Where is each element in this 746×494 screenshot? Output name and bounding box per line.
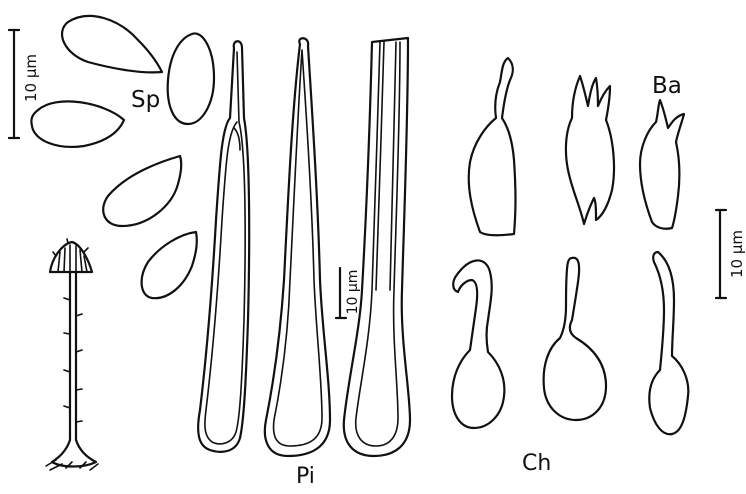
cheilocystidium-3 [649,252,688,434]
spore-drawing [103,156,181,226]
spore-drawing [168,33,214,124]
spore-drawing [142,232,197,298]
pileocystidium-2 [265,38,330,456]
spores-group: Sp [31,16,214,298]
scale-bar-pileocystidia: 10 µm [336,268,361,318]
label-basidia: Ba [652,73,682,99]
cheilocystidia-group: Ch [452,252,688,476]
basidia-group: Ba [469,58,684,235]
basidiome-habit-drawing [46,239,98,470]
pileocystidium-1 [198,41,249,452]
spore-drawing [62,16,162,72]
label-spores: Sp [131,87,160,113]
cheilocystidium-1 [452,260,504,428]
scale-label-cheilocystidia: 10 µm [728,230,746,278]
cheilocystidium-2 [544,258,606,420]
basidium-2-sterigmata [640,100,684,229]
scale-bar-cheilocystidia: 10 µm [716,210,746,298]
pileocystidia-group: 10 µm Pi [198,38,410,489]
spore-drawing [31,101,124,147]
scale-label-spores: 10 µm [22,54,40,102]
pileocystidium-3 [344,38,410,456]
basidium-4-sterigmata [566,76,614,224]
scale-bar-spores: 10 µm [9,30,40,138]
label-pileocystidia: Pi [296,464,315,489]
label-cheilocystidia: Ch [522,451,551,476]
basidiole-young [469,58,516,235]
scale-label-pileocystidia: 10 µm [345,270,361,315]
